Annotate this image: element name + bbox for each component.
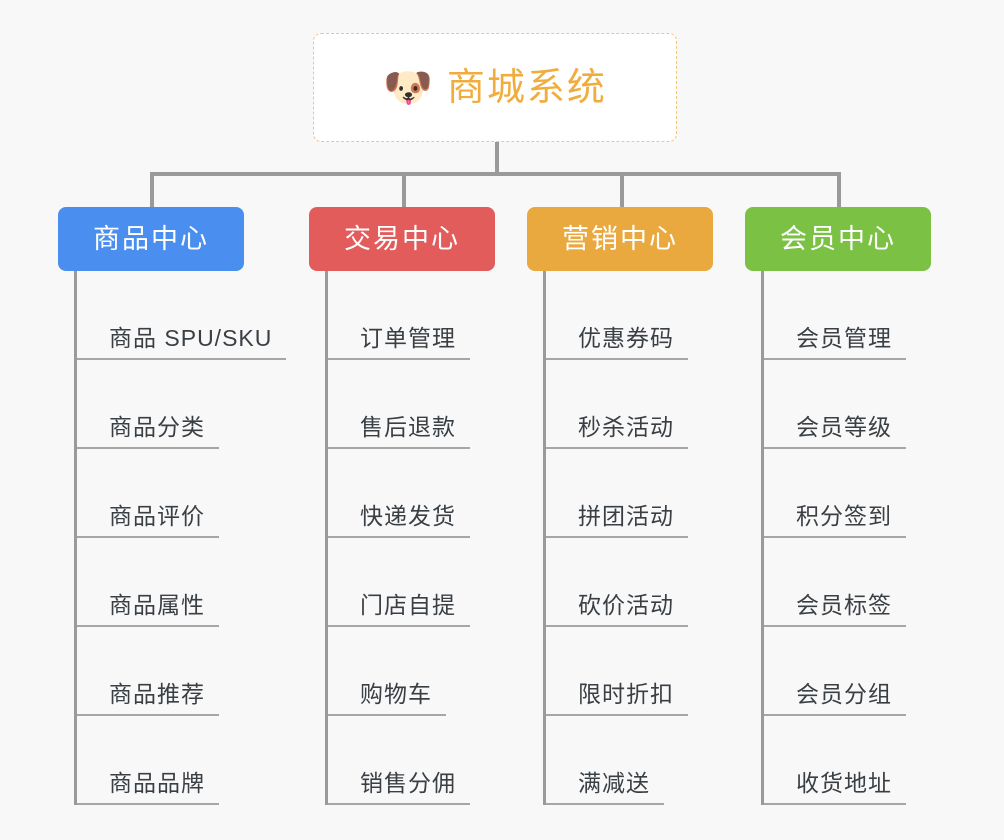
- leaf-label: 砍价活动: [578, 591, 674, 618]
- category-node-0[interactable]: 商品中心: [58, 207, 244, 271]
- leaf-item[interactable]: 商品分类: [77, 360, 290, 449]
- leaf-underline: [77, 358, 287, 360]
- leaf-label: 限时折扣: [578, 680, 674, 707]
- leaf-item[interactable]: 购物车: [328, 627, 541, 716]
- leaf-underline: [328, 714, 446, 716]
- category-node-3[interactable]: 会员中心: [745, 207, 931, 271]
- leaf-underline: [77, 803, 219, 805]
- leaf-underline: [546, 447, 688, 449]
- leaf-item[interactable]: 会员管理: [764, 271, 977, 360]
- leaf-underline: [328, 536, 470, 538]
- leaf-underline: [77, 447, 219, 449]
- leaf-label: 购物车: [360, 680, 432, 707]
- leaf-item[interactable]: 销售分佣: [328, 716, 541, 805]
- leaf-underline: [328, 358, 470, 360]
- leaf-item[interactable]: 拼团活动: [546, 449, 759, 538]
- leaf-list-3: 会员管理 会员等级 积分签到 会员标签 会员分组 收货地址: [761, 271, 977, 805]
- category-label: 营销中心: [562, 223, 678, 254]
- category-label: 商品中心: [93, 223, 209, 254]
- leaf-label: 快递发货: [360, 502, 456, 529]
- leaf-item[interactable]: 商品推荐: [77, 627, 290, 716]
- leaf-list-1: 订单管理 售后退款 快递发货 门店自提 购物车 销售分佣: [325, 271, 541, 805]
- leaf-label: 商品属性: [109, 591, 205, 618]
- leaf-label: 商品分类: [109, 413, 205, 440]
- leaf-label: 优惠券码: [578, 324, 674, 351]
- category-column-1: 交易中心 订单管理 售后退款 快递发货 门店自提 购物车 销售分佣: [309, 207, 541, 805]
- connector-drop-0: [150, 172, 154, 208]
- leaf-label: 订单管理: [360, 324, 456, 351]
- leaf-label: 会员标签: [796, 591, 892, 618]
- leaf-label: 商品推荐: [109, 680, 205, 707]
- category-node-1[interactable]: 交易中心: [309, 207, 495, 271]
- root-node[interactable]: 🐶 商城系统: [313, 33, 677, 142]
- leaf-underline: [328, 447, 470, 449]
- leaf-item[interactable]: 收货地址: [764, 716, 977, 805]
- leaf-underline: [546, 358, 688, 360]
- leaf-label: 会员管理: [796, 324, 892, 351]
- leaf-item[interactable]: 快递发货: [328, 449, 541, 538]
- category-label: 会员中心: [780, 223, 896, 254]
- category-column-3: 会员中心 会员管理 会员等级 积分签到 会员标签 会员分组 收货地址: [745, 207, 977, 805]
- leaf-item[interactable]: 订单管理: [328, 271, 541, 360]
- root-title: 商城系统: [446, 66, 607, 109]
- connector-drop-2: [620, 172, 624, 208]
- leaf-item[interactable]: 商品属性: [77, 538, 290, 627]
- leaf-underline: [764, 625, 906, 627]
- leaf-label: 会员分组: [796, 680, 892, 707]
- connector-drop-1: [402, 172, 406, 208]
- leaf-item[interactable]: 门店自提: [328, 538, 541, 627]
- leaf-item[interactable]: 秒杀活动: [546, 360, 759, 449]
- leaf-label: 收货地址: [796, 769, 892, 796]
- leaf-underline: [546, 714, 688, 716]
- category-node-2[interactable]: 营销中心: [527, 207, 713, 271]
- leaf-underline: [546, 536, 688, 538]
- leaf-underline: [764, 714, 906, 716]
- leaf-underline: [546, 625, 688, 627]
- leaf-underline: [77, 625, 219, 627]
- leaf-item[interactable]: 会员等级: [764, 360, 977, 449]
- leaf-item[interactable]: 商品 SPU/SKU: [77, 271, 290, 360]
- leaf-underline: [764, 803, 906, 805]
- leaf-underline: [77, 536, 219, 538]
- leaf-underline: [764, 536, 906, 538]
- category-column-2: 营销中心 优惠券码 秒杀活动 拼团活动 砍价活动 限时折扣 满减送: [527, 207, 759, 805]
- leaf-label: 商品评价: [109, 502, 205, 529]
- leaf-item[interactable]: 满减送: [546, 716, 759, 805]
- leaf-label: 销售分佣: [360, 769, 456, 796]
- connector-bus: [150, 172, 841, 176]
- leaf-label: 会员等级: [796, 413, 892, 440]
- leaf-label: 拼团活动: [578, 502, 674, 529]
- leaf-item[interactable]: 售后退款: [328, 360, 541, 449]
- leaf-item[interactable]: 会员标签: [764, 538, 977, 627]
- leaf-list-0: 商品 SPU/SKU 商品分类 商品评价 商品属性 商品推荐 商品品牌: [74, 271, 290, 805]
- leaf-underline: [546, 803, 664, 805]
- leaf-item[interactable]: 商品品牌: [77, 716, 290, 805]
- leaf-underline: [764, 447, 906, 449]
- connector-drop-3: [837, 172, 841, 208]
- leaf-list-2: 优惠券码 秒杀活动 拼团活动 砍价活动 限时折扣 满减送: [543, 271, 759, 805]
- leaf-underline: [328, 803, 470, 805]
- leaf-item[interactable]: 砍价活动: [546, 538, 759, 627]
- leaf-underline: [77, 714, 219, 716]
- leaf-label: 门店自提: [360, 591, 456, 618]
- dog-face-icon: 🐶: [383, 65, 433, 110]
- category-column-0: 商品中心 商品 SPU/SKU 商品分类 商品评价 商品属性 商品推荐 商品品牌: [58, 207, 290, 805]
- leaf-label: 商品品牌: [109, 769, 205, 796]
- leaf-item[interactable]: 积分签到: [764, 449, 977, 538]
- leaf-label: 满减送: [578, 769, 650, 796]
- leaf-item[interactable]: 优惠券码: [546, 271, 759, 360]
- leaf-label: 售后退款: [360, 413, 456, 440]
- leaf-label: 积分签到: [796, 502, 892, 529]
- category-label: 交易中心: [344, 223, 460, 254]
- connector-stem: [495, 142, 499, 175]
- leaf-item[interactable]: 限时折扣: [546, 627, 759, 716]
- leaf-underline: [764, 358, 906, 360]
- leaf-label: 秒杀活动: [578, 413, 674, 440]
- leaf-underline: [328, 625, 470, 627]
- leaf-item[interactable]: 会员分组: [764, 627, 977, 716]
- leaf-item[interactable]: 商品评价: [77, 449, 290, 538]
- leaf-label: 商品 SPU/SKU: [109, 324, 273, 351]
